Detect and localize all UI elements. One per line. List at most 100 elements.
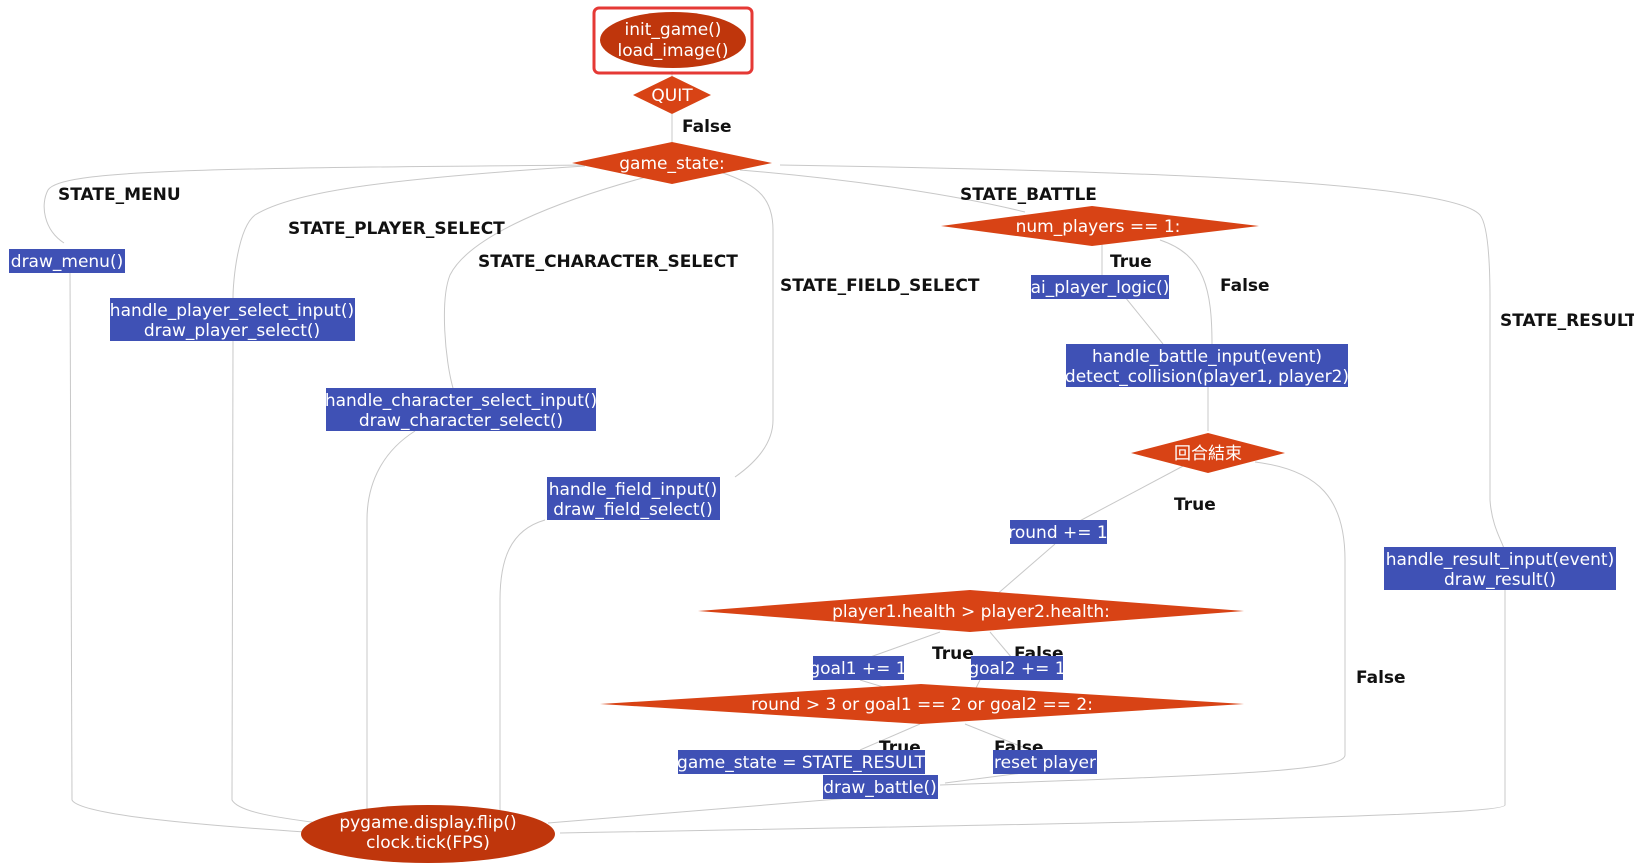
label-roundend-true: True [1174,495,1216,515]
field-select-node-box [547,477,720,520]
health-compare-decision-shape [698,590,1244,632]
goal2-node[interactable]: goal2 += 1 [968,656,1066,680]
field-select-node-line1: handle_field_input() [549,480,718,500]
start-node-highlight-border [592,6,754,75]
character-select-node-line2: draw_character_select() [359,411,563,431]
reset-player-node[interactable]: reset player [993,750,1097,774]
set-result-node-line1: game_state = STATE_RESULT [677,753,926,773]
set-result-node[interactable]: game_state = STATE_RESULT [677,750,926,774]
round-end-decision-label: 回合結束 [1174,444,1242,464]
battle-input-node-line2: detect_collision(player1, player2) [1065,367,1349,387]
edge-gamestate-menu [43,164,601,244]
field-select-node-line2: draw_field_select() [553,500,713,520]
quit-decision[interactable]: QUIT [633,76,711,114]
goal1-node-box [813,656,904,680]
edge-gamestate-result [779,164,1506,554]
edge-health-goal2 [989,631,1013,659]
draw-menu-node[interactable]: draw_menu() [9,249,125,273]
edge-ai-battleinput [1124,296,1164,345]
edges [43,71,1506,834]
round-check-decision-shape [600,684,1244,724]
draw-battle-node[interactable]: draw_battle() [823,775,938,799]
num-players-decision[interactable]: num_players == 1: [941,206,1259,246]
start-node[interactable]: init_game() load_image() [592,6,754,75]
reset-player-node-box [993,750,1097,774]
end-node-line1: pygame.display.flip() [339,813,516,833]
edge-charselect-end [366,430,416,810]
label-num-false: False [1220,276,1270,296]
draw-battle-node-line1: draw_battle() [823,778,937,798]
round-check-decision-label: round > 3 or goal1 == 2 or goal2 == 2: [751,695,1093,715]
battle-input-node-line1: handle_battle_input(event) [1092,347,1322,367]
result-node-box [1384,547,1616,590]
edge-gamestate-charselect [443,175,651,389]
result-node-line1: handle_result_input(event) [1386,550,1614,570]
label-quit-false: False [682,117,732,137]
edge-check-setresult [859,723,921,751]
game-state-decision-label: game_state: [619,154,725,174]
edge-fieldselect-end [499,519,546,810]
ai-player-logic-node-box [1031,275,1169,299]
label-roundend-false: False [1356,668,1406,688]
label-health-true: True [932,644,974,664]
end-node[interactable]: pygame.display.flip() clock.tick(FPS) [301,805,555,863]
field-select-node[interactable]: handle_field_input() draw_field_select() [547,477,720,520]
health-compare-decision-label: player1.health > player2.health: [832,602,1110,622]
round-increment-node[interactable]: round += 1 [1008,520,1108,544]
edge-roundend-roundinc [1071,464,1186,526]
game-state-decision[interactable]: game_state: [572,142,772,184]
character-select-node-line1: handle_character_select_input() [325,391,597,411]
round-increment-node-box [1010,520,1107,544]
goal1-node[interactable]: goal1 += 1 [809,656,907,680]
health-compare-decision[interactable]: player1.health > player2.health: [698,590,1244,632]
ai-player-logic-node-line1: ai_player_logic() [1031,278,1170,298]
result-node[interactable]: handle_result_input(event) draw_result() [1384,547,1616,590]
label-state-result: STATE_RESULT [1500,311,1634,331]
round-end-decision[interactable]: 回合結束 [1131,433,1285,473]
quit-decision-label: QUIT [651,86,693,106]
character-select-node-box [326,388,596,431]
start-node-line2: load_image() [617,41,728,61]
goal2-node-box [971,656,1063,680]
set-result-node-box [678,750,925,774]
reset-player-node-line1: reset player [994,753,1096,773]
round-end-decision-shape [1131,433,1285,473]
num-players-decision-label: num_players == 1: [1016,217,1181,237]
start-node-line1: init_game() [625,20,722,40]
edge-menu-end [69,269,306,833]
edge-result-end [559,590,1506,834]
edge-num-battleinput [1159,239,1213,346]
goal2-node-line1: goal2 += 1 [968,659,1065,679]
edge-roundend-drawbattle [939,461,1346,786]
round-increment-node-line1: round += 1 [1008,523,1107,543]
battle-input-node-box [1066,344,1348,387]
round-check-decision[interactable]: round > 3 or goal1 == 2 or goal2 == 2: [600,684,1244,724]
draw-battle-node-box [823,775,938,799]
draw-menu-node-line1: draw_menu() [11,252,123,272]
ai-player-logic-node[interactable]: ai_player_logic() [1031,275,1170,299]
end-node-shape [301,805,555,863]
game-state-decision-shape [572,142,772,184]
label-num-true: True [1110,252,1152,272]
player-select-node[interactable]: handle_player_select_input() draw_player… [110,298,355,341]
label-state-character-select: STATE_CHARACTER_SELECT [478,252,738,272]
edge-gamestate-fieldselect [719,171,774,478]
result-node-line2: draw_result() [1444,570,1556,590]
num-players-decision-shape [941,206,1259,246]
player-select-node-line2: draw_player_select() [144,321,320,341]
edge-health-goal1 [861,631,941,661]
draw-menu-node-box [9,249,125,273]
edge-drawbattle-end [547,797,851,824]
label-state-menu: STATE_MENU [58,185,181,205]
label-state-field-select: STATE_FIELD_SELECT [780,276,980,296]
character-select-node[interactable]: handle_character_select_input() draw_cha… [325,388,597,431]
edge-gamestate-playerselect [232,165,586,299]
start-node-shape [600,12,746,68]
edge-roundinc-health [994,543,1056,597]
player-select-node-line1: handle_player_select_input() [110,301,354,321]
goal1-node-line1: goal1 += 1 [809,659,906,679]
battle-input-node[interactable]: handle_battle_input(event) detect_collis… [1065,344,1349,387]
player-select-node-box [110,298,355,341]
edge-check-reset [964,723,1031,751]
